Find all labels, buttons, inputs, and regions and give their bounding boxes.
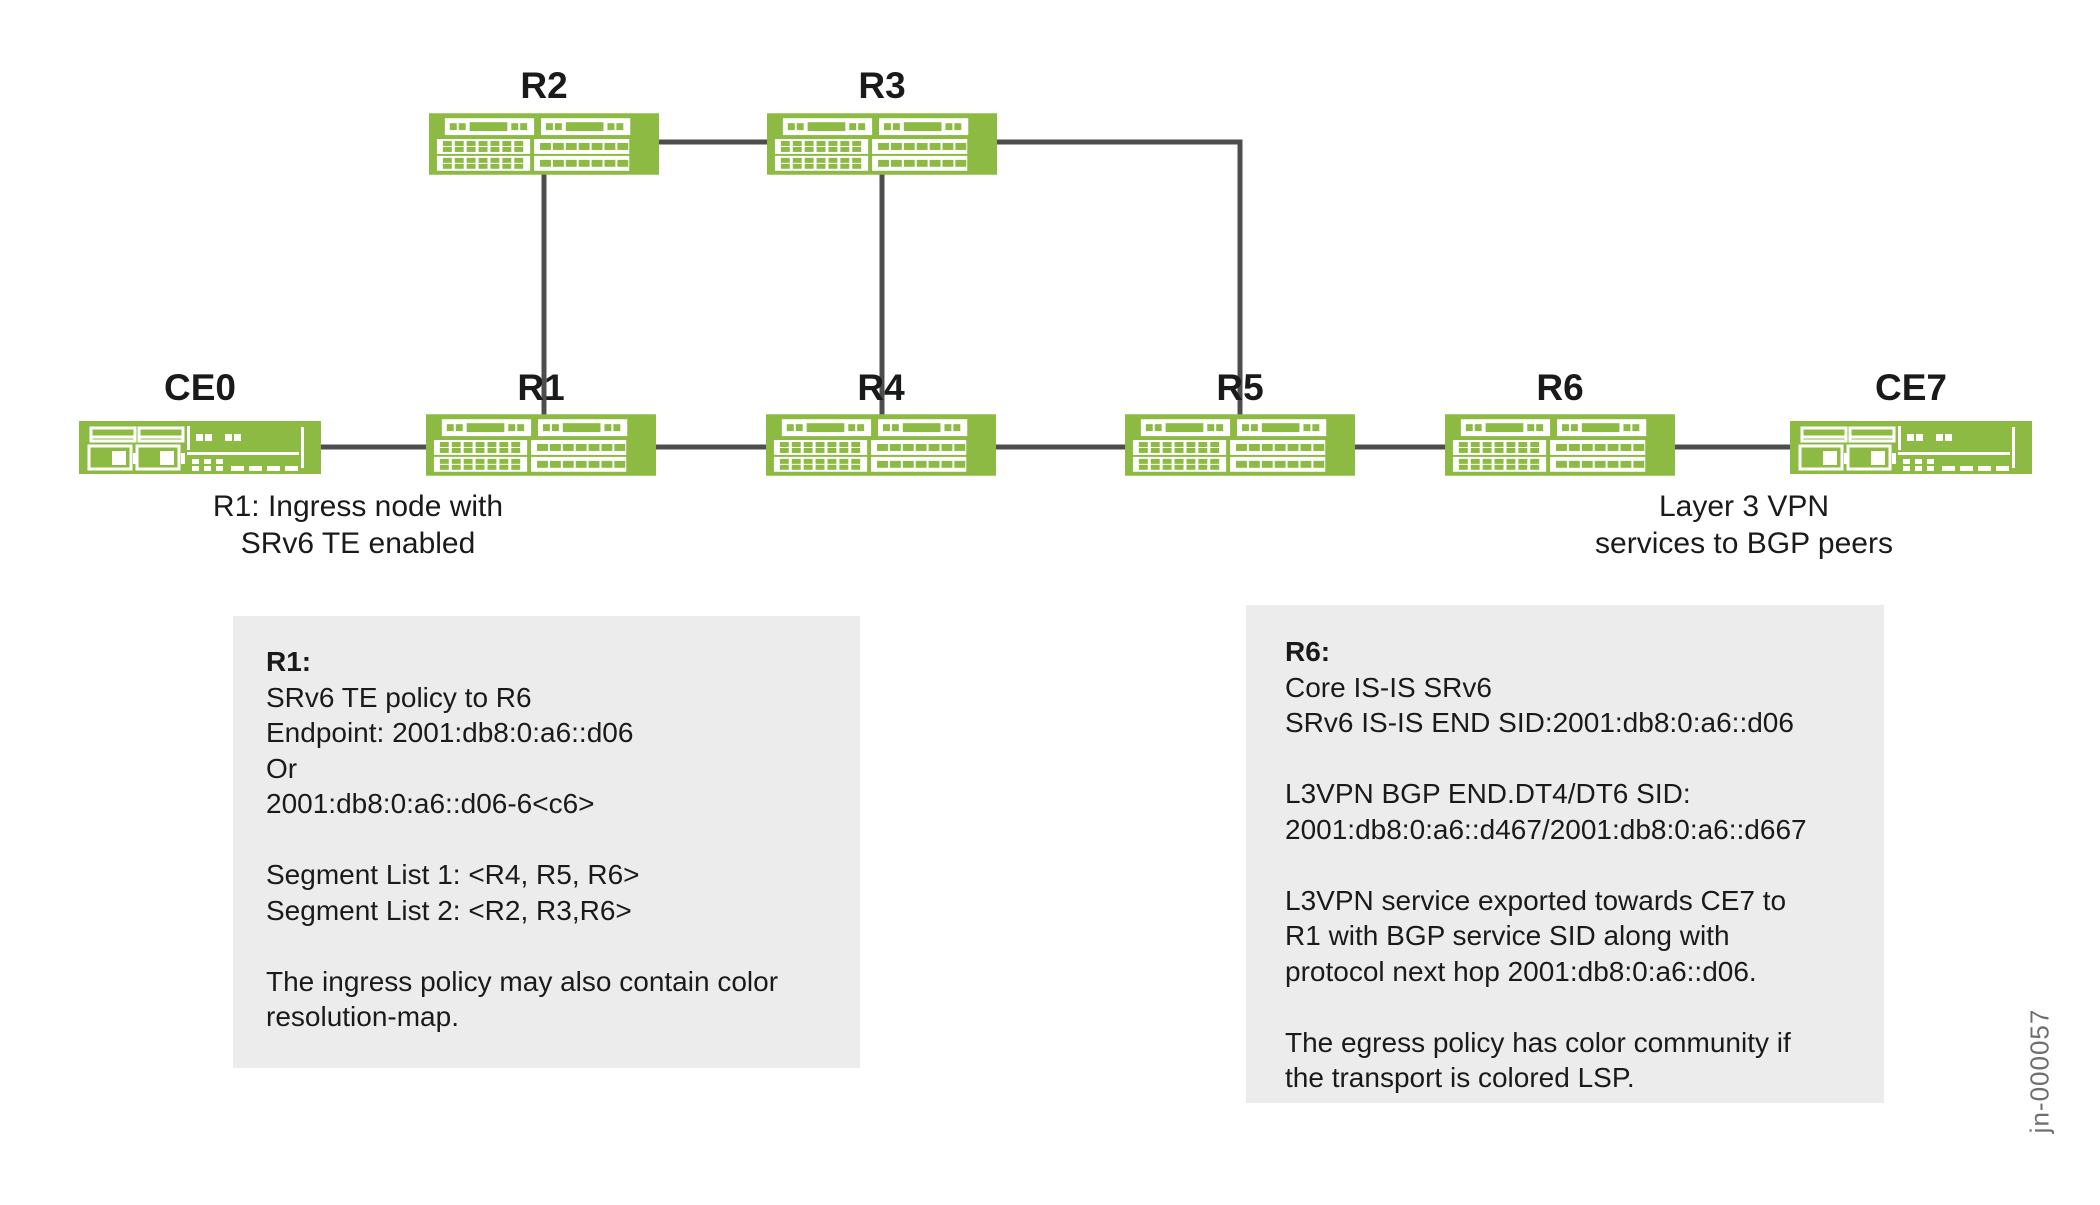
ce-device-icon bbox=[1790, 421, 2032, 474]
node-label-r4: R4 bbox=[857, 367, 905, 408]
text-line bbox=[1285, 847, 1884, 883]
router-icon bbox=[767, 113, 997, 175]
text-line: Segment List 1: <R4, R5, R6> bbox=[266, 859, 640, 890]
text-line: protocol next hop 2001:db8:0:a6::d06. bbox=[1285, 955, 1757, 987]
node-r6 bbox=[1445, 414, 1675, 476]
node-r4 bbox=[766, 414, 996, 476]
node-r1 bbox=[426, 414, 656, 476]
note-r1-title: R1: bbox=[266, 646, 312, 677]
text-line: R1 with BGP service SID along with bbox=[1285, 920, 1730, 951]
node-label-r3: R3 bbox=[858, 65, 906, 106]
router-icon bbox=[1125, 414, 1355, 476]
node-r2 bbox=[429, 113, 659, 175]
caption-egress: Layer 3 VPN services to BGP peers bbox=[1595, 488, 1893, 562]
router-icon bbox=[1445, 414, 1675, 476]
node-label-r6: R6 bbox=[1536, 367, 1584, 408]
text-line: SRv6 IS-IS END SID:2001:db8:0:a6::d06 bbox=[1285, 707, 1794, 738]
router-icon bbox=[426, 414, 656, 476]
text-line: 2001:db8:0:a6::d467/2001:db8:0:a6::d667 bbox=[1285, 813, 1807, 845]
note-r1-body: SRv6 TE policy to R6 Endpoint: 2001:db8:0… bbox=[266, 680, 860, 1035]
ce-device-icon bbox=[79, 421, 321, 474]
node-label-r2: R2 bbox=[520, 65, 568, 106]
text-line: 2001:db8:0:a6::d06-6<c6> bbox=[266, 788, 595, 819]
text-line: the transport is colored LSP. bbox=[1285, 1062, 1635, 1093]
text-line: L3VPN service exported towards CE7 to bbox=[1285, 884, 1787, 916]
text-line: Core IS-IS SRv6 bbox=[1285, 671, 1492, 703]
text-line: resolution-map. bbox=[266, 1001, 459, 1032]
node-label-ce7: CE7 bbox=[1875, 367, 1947, 408]
text-line: Or bbox=[266, 752, 298, 784]
text-line: L3VPN BGP END.DT4/DT6 SID: bbox=[1285, 778, 1691, 809]
text-line: Layer 3 VPN bbox=[1658, 490, 1830, 523]
text-line: SRv6 TE enabled bbox=[240, 527, 476, 560]
note-r1-policy: R1: SRv6 TE policy to R6 Endpoint: 2001:d… bbox=[233, 616, 860, 1068]
router-icon bbox=[429, 113, 659, 175]
node-ce7 bbox=[1790, 421, 2032, 474]
text-line: The egress policy has color community if bbox=[1285, 1026, 1791, 1058]
text-line bbox=[266, 928, 860, 964]
text-line: R1: Ingress node with bbox=[212, 490, 504, 523]
node-r3 bbox=[767, 113, 997, 175]
node-ce0 bbox=[79, 421, 321, 474]
router-icon bbox=[766, 414, 996, 476]
text-line: services to BGP peers bbox=[1595, 527, 1893, 560]
figure-id-watermark: jn-000057 bbox=[2024, 1008, 2055, 1134]
text-line: Segment List 2: <R2, R3,R6> bbox=[266, 894, 632, 926]
node-label-r5: R5 bbox=[1216, 367, 1264, 408]
note-r6-title: R6: bbox=[1285, 636, 1331, 667]
text-line: Endpoint: 2001:db8:0:a6::d06 bbox=[266, 717, 634, 748]
link-r3-r5 bbox=[882, 139, 1243, 447]
node-r5 bbox=[1125, 414, 1355, 476]
node-label-r1: R1 bbox=[517, 367, 565, 408]
node-label-ce0: CE0 bbox=[164, 367, 236, 408]
text-line: The ingress policy may also contain colo… bbox=[266, 965, 779, 997]
text-line bbox=[1285, 989, 1884, 1025]
text-line bbox=[266, 822, 860, 858]
text-line: SRv6 TE policy to R6 bbox=[266, 681, 532, 713]
text-line bbox=[1285, 741, 1884, 777]
